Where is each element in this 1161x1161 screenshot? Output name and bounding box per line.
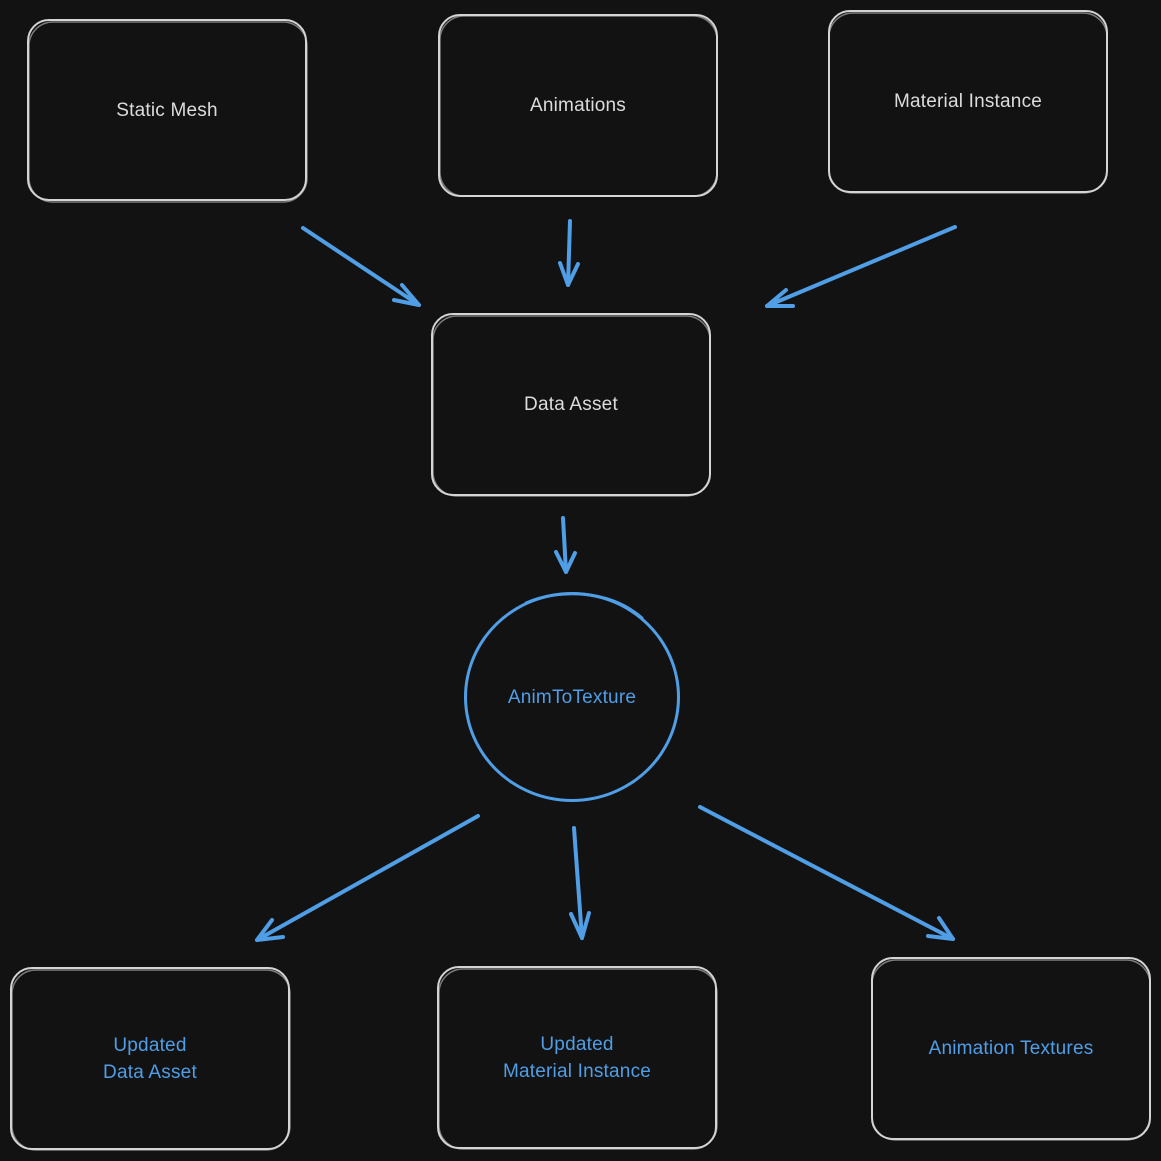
updated-material-instance-node[interactable]: Updated Material Instance (437, 966, 717, 1149)
updated-data-asset-node[interactable]: Updated Data Asset (10, 967, 290, 1150)
updated-material-instance-label: Updated Material Instance (502, 1033, 652, 1082)
arrow-anim-to-texture-to-updated-data-asset (255, 814, 480, 942)
material-instance-label: Material Instance (893, 91, 1043, 112)
static-mesh-node[interactable]: Static Mesh (27, 19, 307, 201)
updated-data-asset-box-sketch (11, 969, 291, 1151)
arrow-data-asset-to-anim-to-texture (554, 516, 577, 574)
animations-node[interactable]: Animations (438, 14, 718, 197)
updated-material-instance-box-sketch (438, 968, 718, 1150)
static-mesh-box-sketch (28, 21, 308, 203)
anim-to-texture-label: AnimToTexture (507, 686, 637, 708)
animations-label: Animations (530, 95, 626, 116)
arrow-anim-to-texture-to-animation-textures (698, 805, 955, 941)
updated-data-asset-label: Updated Data Asset (103, 1034, 197, 1083)
arrow-anim-to-texture-to-updated-material-instance (569, 826, 591, 940)
material-instance-node[interactable]: Material Instance (828, 10, 1108, 193)
animation-textures-node[interactable]: Animation Textures (871, 957, 1151, 1140)
arrow-animations-to-data-asset (558, 219, 580, 287)
arrow-static-mesh-to-data-asset (301, 226, 421, 307)
arrow-material-instance-to-data-asset (765, 225, 957, 308)
data-asset-label: Data Asset (524, 394, 618, 415)
anim-to-texture-node[interactable]: AnimToTexture (464, 592, 680, 802)
data-asset-node[interactable]: Data Asset (431, 313, 711, 496)
static-mesh-label: Static Mesh (116, 99, 218, 121)
animation-textures-label: Animation Textures (928, 1038, 1094, 1059)
